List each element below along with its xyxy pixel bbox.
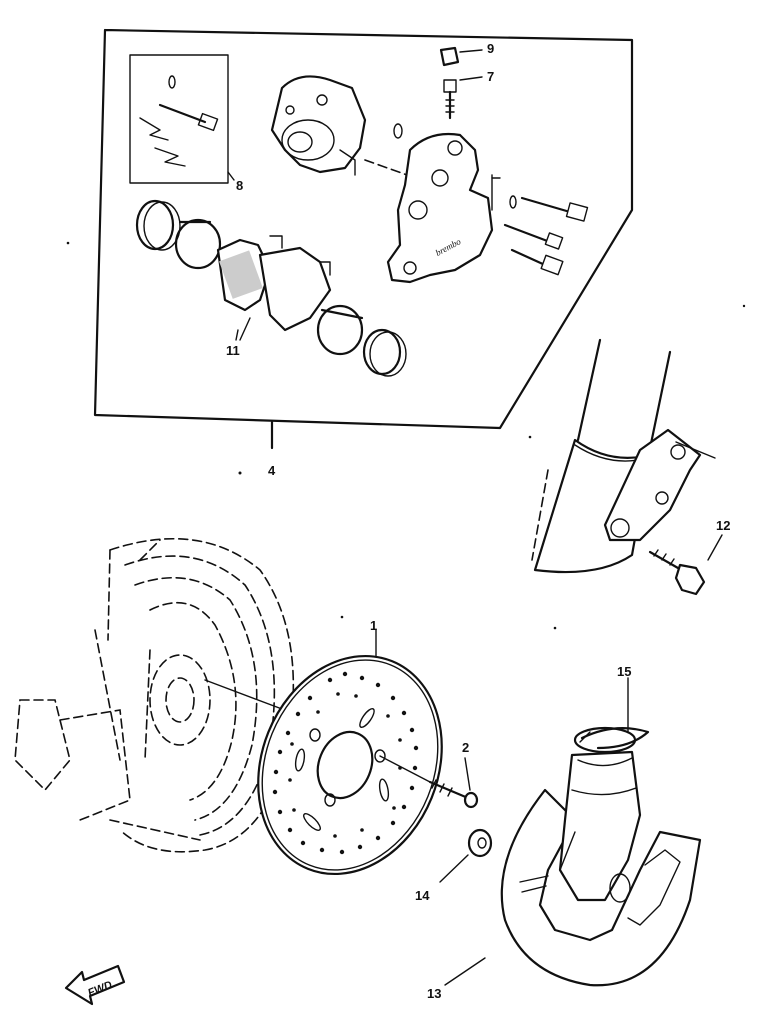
pin-kit-subbox (129, 54, 235, 184)
callout-1: 1 (370, 618, 377, 633)
bolt-12 (648, 549, 706, 596)
brake-pads (216, 235, 332, 332)
washer (467, 828, 493, 858)
caliper-bolts (491, 174, 589, 276)
callout-9: 9 (487, 41, 494, 56)
wheel-dashed (14, 537, 295, 853)
leader-lines (235, 49, 723, 986)
fork-leg (531, 338, 716, 574)
fwd-arrow-icon: FWD (64, 964, 126, 1006)
callout-14: 14 (415, 888, 430, 903)
alignment-line (364, 159, 411, 177)
specks (66, 241, 746, 630)
pistons-left (135, 199, 222, 270)
callout-4: 4 (268, 463, 276, 478)
bleeder-cap (439, 46, 460, 67)
caliper-body: brembo (386, 132, 494, 284)
disc-bolt (379, 755, 479, 809)
callout-13: 13 (427, 986, 441, 1001)
pistons-right (316, 304, 407, 377)
callout-11: 11 (226, 343, 240, 358)
callout-8: 8 (236, 178, 243, 193)
bleeder-screw (443, 79, 457, 120)
hose-clamp (579, 727, 650, 750)
o-ring (393, 123, 403, 139)
caliper-assembly-frame (93, 28, 634, 450)
callout-15: 15 (617, 664, 631, 679)
disc-guard (500, 726, 702, 987)
brake-disc (257, 654, 443, 876)
callout-12: 12 (716, 518, 730, 533)
callout-2: 2 (462, 740, 469, 755)
caliper-outer-half (270, 75, 367, 176)
callout-7: 7 (487, 69, 494, 84)
